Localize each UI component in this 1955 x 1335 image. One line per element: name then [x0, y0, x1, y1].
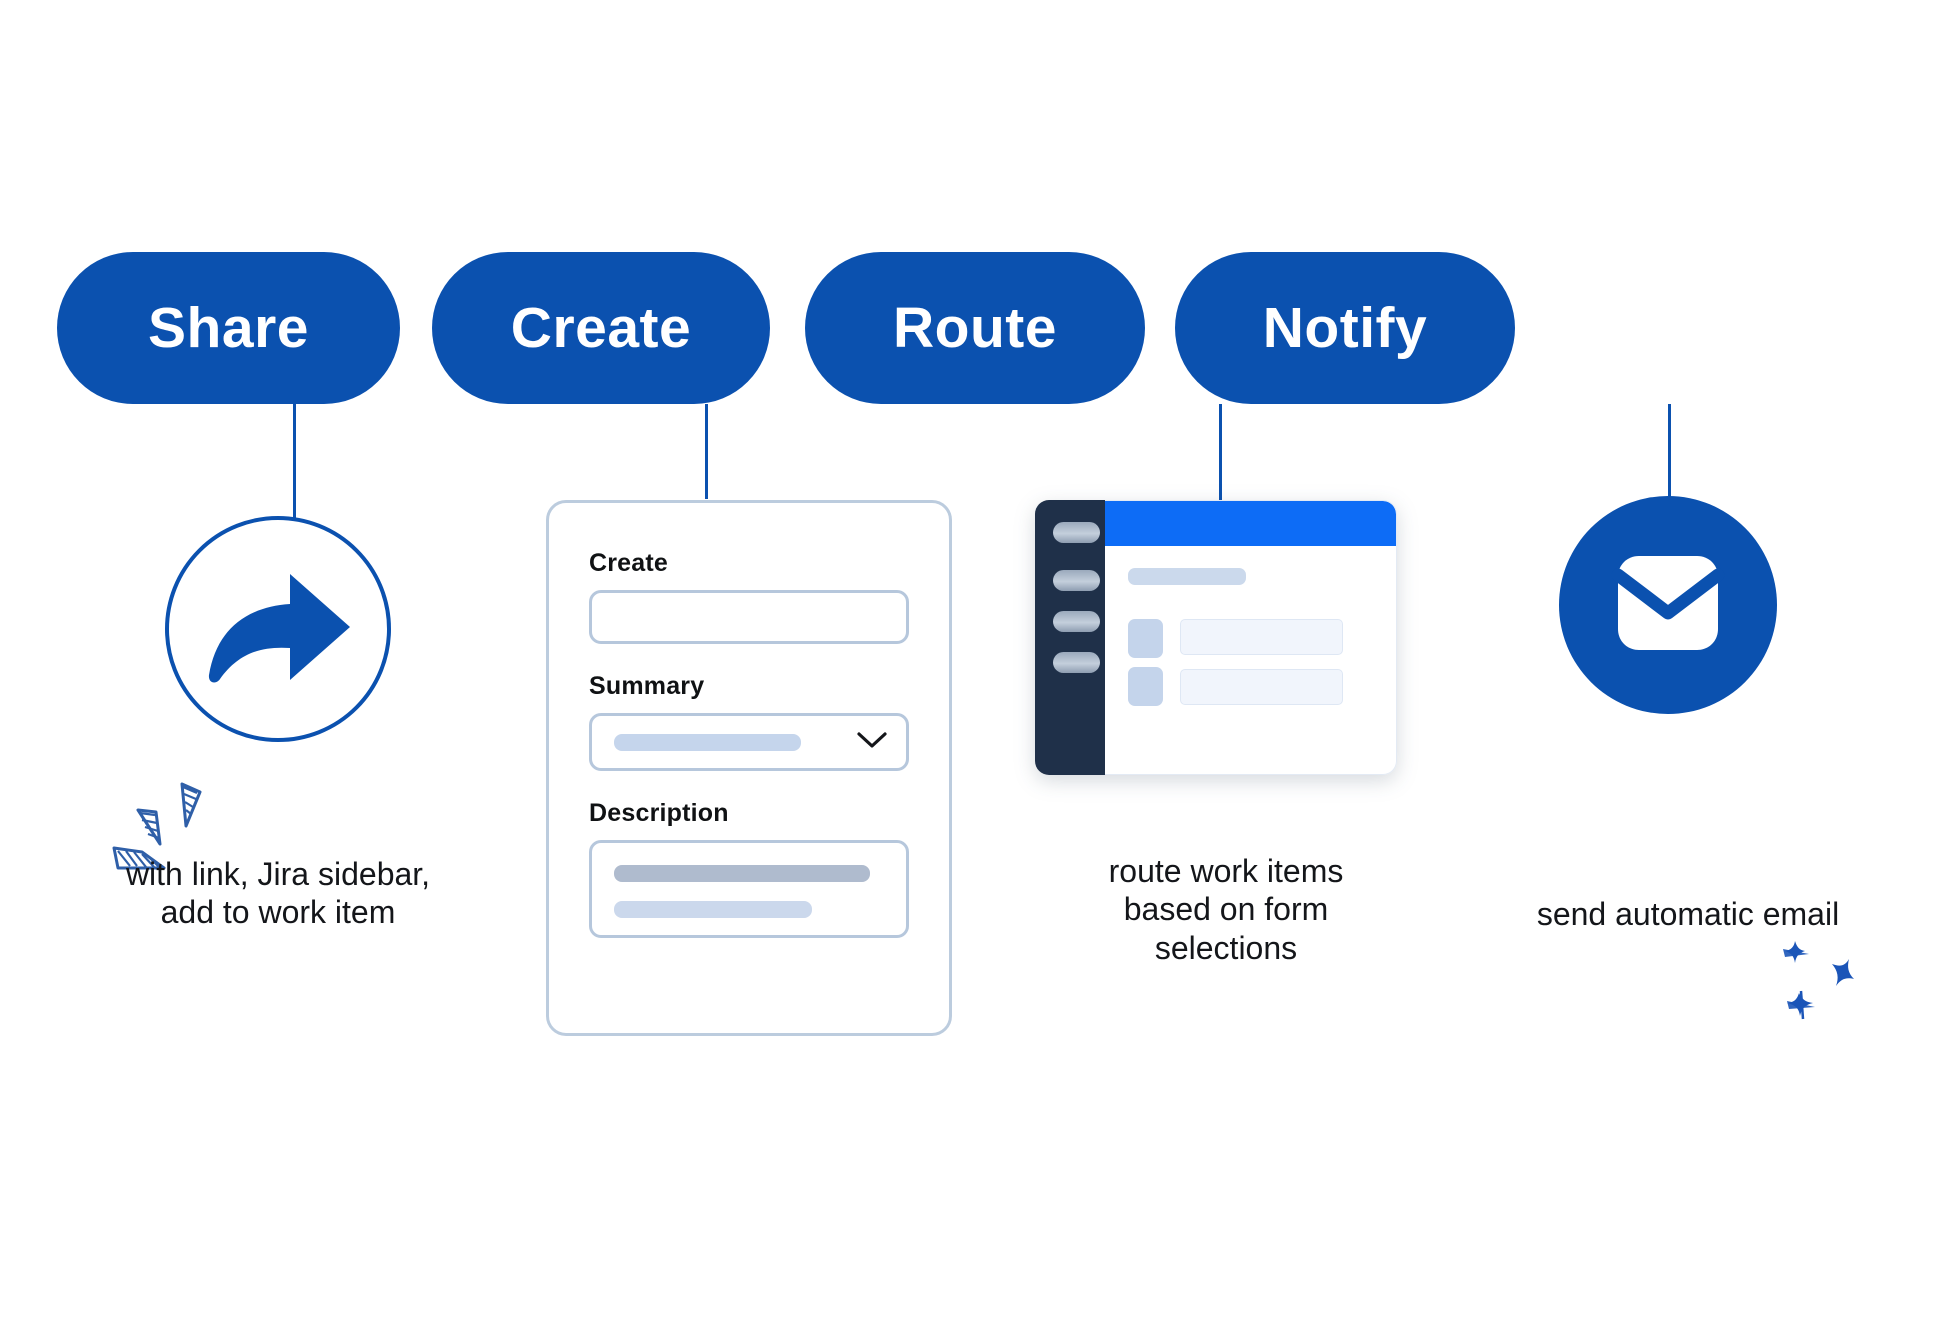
browser-heading-placeholder: [1128, 568, 1246, 585]
browser-window-icon: [1035, 500, 1397, 775]
connector-line-create: [705, 404, 708, 499]
field-label-create: Create: [589, 549, 669, 577]
browser-sidebar-item[interactable]: [1053, 611, 1100, 632]
step-pill-route[interactable]: Route: [805, 252, 1145, 404]
confetti-icon: [112, 782, 252, 882]
browser-title-bar: [1105, 501, 1396, 546]
step-pill-share[interactable]: Share: [57, 252, 400, 404]
chevron-down-icon: [856, 730, 888, 755]
step-pill-route-label: Route: [893, 295, 1057, 360]
connector-line-route: [1219, 404, 1222, 501]
step-pill-notify-label: Notify: [1262, 295, 1428, 360]
share-arrow-icon: [204, 566, 352, 692]
browser-field-input[interactable]: [1180, 619, 1343, 655]
caption-route: route work items based on form selection…: [1108, 853, 1344, 966]
step-pill-share-label: Share: [148, 295, 309, 360]
share-icon-circle: [165, 516, 391, 742]
caption-share: with link, Jira sidebar, add to work ite…: [125, 856, 431, 931]
step-pill-create-label: Create: [510, 295, 692, 360]
summary-selected-value-placeholder: [614, 733, 801, 751]
step-pill-notify[interactable]: Notify: [1175, 252, 1515, 404]
connector-line-notify: [1668, 404, 1671, 504]
description-placeholder-line-2: [614, 901, 812, 918]
envelope-icon: [1602, 551, 1734, 660]
summary-select[interactable]: [589, 713, 909, 771]
create-form-card: Create Summary Description: [546, 500, 952, 1036]
description-placeholder-line-1: [614, 865, 870, 882]
create-text-input[interactable]: [589, 590, 909, 644]
browser-sidebar: [1035, 500, 1105, 775]
browser-sidebar-item[interactable]: [1053, 522, 1100, 543]
notify-icon-circle: [1559, 496, 1777, 714]
browser-sidebar-item[interactable]: [1053, 652, 1100, 673]
field-label-summary: Summary: [589, 672, 705, 700]
browser-sidebar-item[interactable]: [1053, 570, 1100, 591]
connector-line-share: [293, 404, 296, 518]
description-textarea[interactable]: [589, 840, 909, 938]
sparkle-icon: [1775, 935, 1885, 1035]
browser-field-swatch: [1128, 667, 1163, 706]
browser-main-area: [1105, 500, 1397, 775]
field-label-description: Description: [589, 799, 729, 827]
caption-notify: send automatic email: [1536, 896, 1840, 932]
browser-field-swatch: [1128, 619, 1163, 658]
browser-field-input[interactable]: [1180, 669, 1343, 705]
step-pill-create[interactable]: Create: [432, 252, 770, 404]
